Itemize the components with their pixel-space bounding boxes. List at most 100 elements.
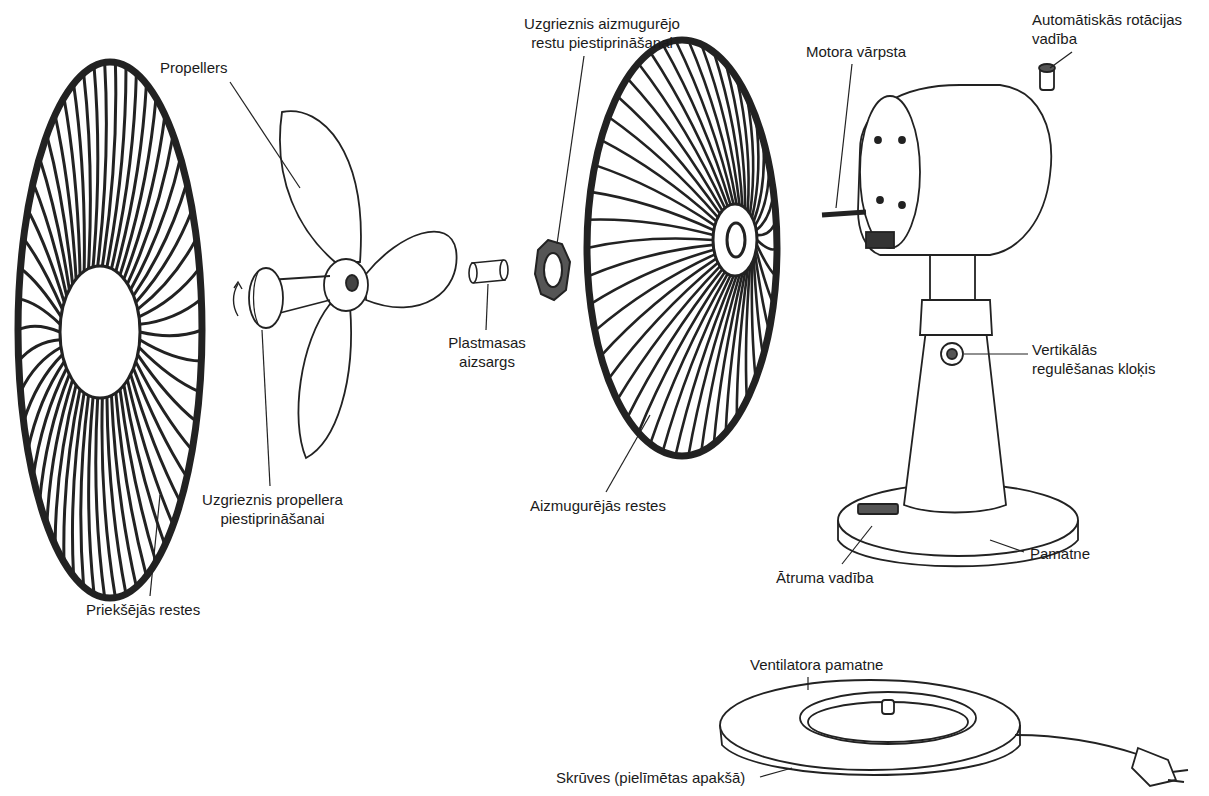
spinner-nut <box>254 272 259 324</box>
rotation-arrow <box>234 284 239 316</box>
grille-spoke <box>138 355 197 422</box>
leader-line <box>606 415 650 492</box>
fan-base <box>720 680 1188 786</box>
grille-rim <box>18 62 202 598</box>
part-label: Priekšējās restes <box>86 600 200 619</box>
base-top <box>720 680 1020 770</box>
label-slot: Ventilatora pamatne <box>750 655 883 674</box>
part-label: Automātiskās rotācijas vadība <box>1032 10 1204 48</box>
motor-plate <box>866 232 894 248</box>
grille-spoke <box>747 96 753 214</box>
leader-line <box>150 495 160 596</box>
grille-spoke <box>627 269 722 418</box>
grille-spoke <box>701 44 739 204</box>
part-label: Ātruma vadība <box>776 568 874 587</box>
leader-line <box>760 768 792 777</box>
grille-spoke <box>726 63 745 208</box>
propeller-blade <box>280 111 361 262</box>
plastic-guard <box>469 260 508 283</box>
leader-line <box>262 330 270 486</box>
motor-face <box>860 96 920 248</box>
grille-spoke <box>98 62 107 266</box>
part-label: Uzgrieznis propellera piestiprināšanai <box>190 490 355 528</box>
grille-spoke <box>617 96 720 214</box>
grille-spoke <box>81 395 89 587</box>
grille-spoke <box>19 299 61 324</box>
leader-line <box>990 540 1024 552</box>
label-slot: Motora vārpsta <box>806 42 906 61</box>
rear-grille <box>587 40 777 456</box>
grille-spoke <box>47 135 73 284</box>
part-label: Motora vārpsta <box>806 42 906 61</box>
grille-hub <box>60 266 140 398</box>
grille-spoke <box>28 210 64 303</box>
oscillation-knob <box>1039 64 1055 72</box>
part-label: Vertikālās regulēšanas kloķis <box>1032 340 1177 378</box>
speed-buttons <box>858 504 898 514</box>
label-slot: Plastmasas aizsargs <box>440 333 534 371</box>
grille-spoke <box>627 78 722 211</box>
label-slot: Aizmugurējās restes <box>530 496 666 515</box>
grille-spoke <box>140 299 202 324</box>
grille-spoke <box>24 355 63 422</box>
leader-line <box>836 64 852 208</box>
motor-screw <box>877 197 883 203</box>
grille-spoke <box>111 395 136 587</box>
part-label: Propellers <box>160 58 228 77</box>
leader-line <box>842 526 872 564</box>
front-grille <box>18 62 202 598</box>
motor-screw <box>899 202 905 208</box>
grille-spoke <box>18 326 60 332</box>
nut-hole <box>544 253 562 287</box>
grille-spoke <box>591 250 714 304</box>
grille-spoke <box>102 398 115 598</box>
base-hole <box>800 692 976 744</box>
part-label: Skrūves (pielīmētas apakšā) <box>556 768 745 787</box>
grille-hole <box>727 223 745 257</box>
label-slot: Propellers <box>160 58 228 77</box>
grille-spoke <box>74 84 85 271</box>
stand-neck <box>930 252 975 304</box>
leader-line <box>486 284 488 330</box>
grille-spoke <box>688 40 736 204</box>
plug-pins <box>1168 770 1188 782</box>
grille-spoke <box>84 73 91 269</box>
label-slot: Priekšējās restes <box>86 600 200 619</box>
grille-spoke <box>116 84 147 271</box>
grille-rim <box>587 40 777 456</box>
grille-spoke <box>89 397 94 594</box>
grille-hub <box>713 204 757 276</box>
grille-spoke <box>601 259 716 356</box>
grille-spoke <box>136 210 192 303</box>
motor-shaft <box>822 212 866 215</box>
grille-spoke <box>663 44 731 204</box>
stand-joint <box>920 300 992 335</box>
grille-spoke <box>752 263 756 380</box>
grille-spoke <box>139 268 200 317</box>
leader-lines <box>150 52 1072 777</box>
tilt-knob <box>941 343 963 365</box>
grille-spoke <box>756 192 773 230</box>
grille-spoke <box>754 259 763 356</box>
propeller-hub <box>346 275 358 291</box>
grille-spoke <box>587 238 713 248</box>
grille-spoke <box>608 263 718 380</box>
grille-spoke <box>64 389 80 562</box>
part-label: Aizmugurējās restes <box>530 496 666 515</box>
grille-spoke <box>140 330 202 336</box>
label-slot: Vertikālās regulēšanas kloķis <box>1032 340 1177 378</box>
motor-screw <box>875 137 881 143</box>
leader-line <box>230 82 300 188</box>
grille-spoke <box>752 117 758 218</box>
grille-spoke <box>96 398 105 598</box>
propeller-blade <box>366 232 457 308</box>
grille-spoke <box>588 245 713 276</box>
grille-spoke <box>591 192 714 230</box>
grille-spoke <box>19 340 61 361</box>
part-label: Uzgrieznis aizmugurējo restu piestiprinā… <box>512 14 692 52</box>
leader-line <box>964 353 1028 354</box>
rotation-arrow <box>234 282 242 289</box>
motor-stand <box>822 64 1078 566</box>
